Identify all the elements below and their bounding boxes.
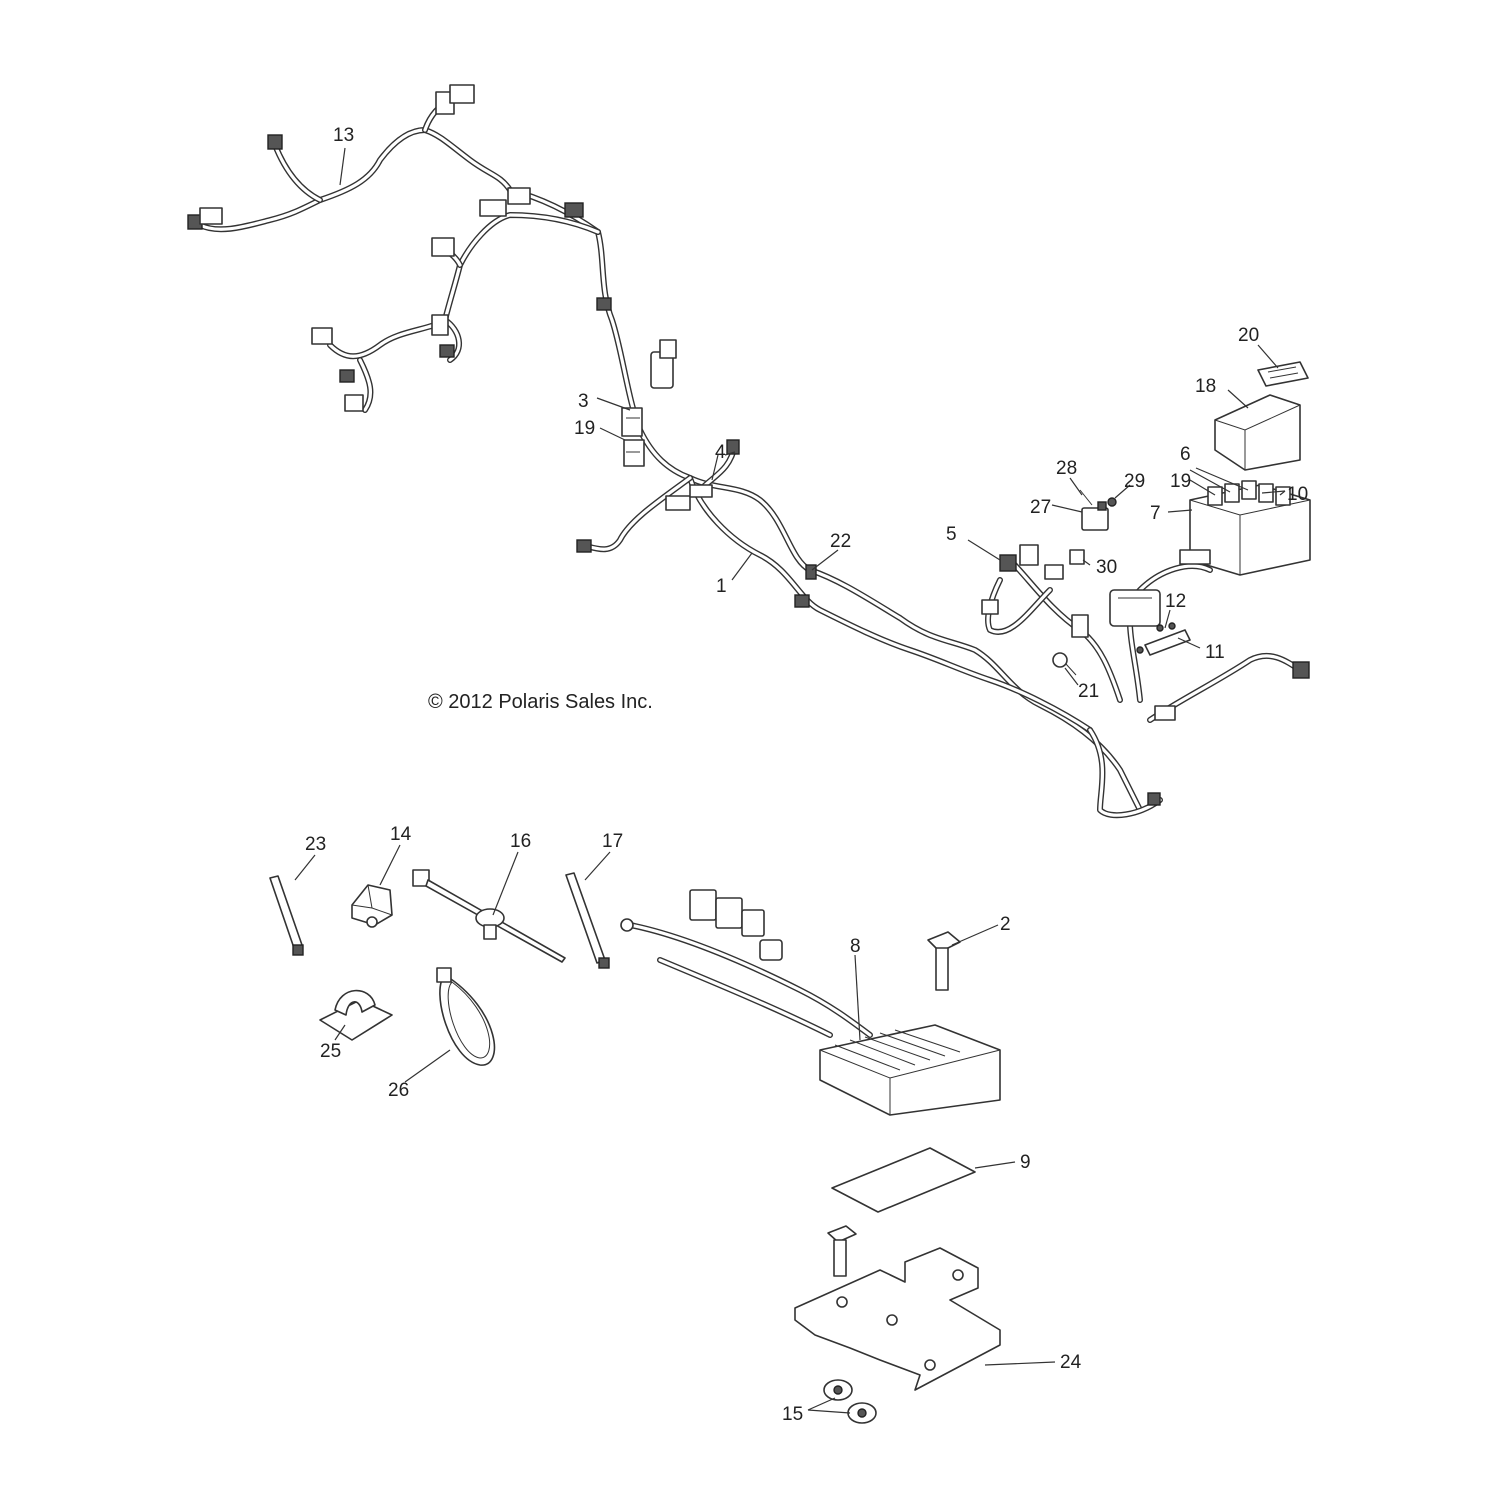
- leader-lines: [294, 147, 1286, 1414]
- cable-tie-23: [269, 875, 304, 956]
- relay-27: [1081, 501, 1109, 531]
- voltage-regulator-8: [620, 889, 1001, 1116]
- callout-12: 12: [1165, 591, 1186, 612]
- callout-24: 24: [1060, 1352, 1082, 1373]
- relay-30: [1069, 549, 1085, 565]
- bolt-24: [827, 1225, 857, 1277]
- connector-5: [981, 544, 1039, 615]
- clip-14: [351, 884, 393, 928]
- callout-27: 27: [1030, 497, 1051, 518]
- callout-7: 7: [1150, 503, 1161, 524]
- connector-3-19: [621, 407, 645, 467]
- callout-23: 23: [305, 834, 326, 855]
- clamp-25: [319, 989, 393, 1041]
- callout-19a: 19: [574, 418, 595, 439]
- callout-5: 5: [946, 524, 957, 545]
- callout-1: 1: [716, 576, 727, 597]
- callout-22: 22: [830, 531, 851, 552]
- mounting-bracket-24: [794, 1247, 1001, 1391]
- callout-8: 8: [850, 936, 861, 957]
- thermal-pad-9: [831, 1147, 976, 1213]
- nut-15: [823, 1379, 877, 1424]
- bolt-2: [927, 931, 961, 991]
- callout-9: 9: [1020, 1152, 1031, 1173]
- fuse-box-cover: [1214, 394, 1301, 471]
- push-mount-tie-16: [412, 869, 566, 963]
- callout-21: 21: [1078, 681, 1099, 702]
- main-wire-harness: [576, 229, 1310, 819]
- bracket-11: [1136, 622, 1191, 656]
- callout-17: 17: [602, 831, 623, 852]
- callout-26: 26: [388, 1080, 409, 1101]
- band-tie-26: [436, 967, 496, 1066]
- callout-labels: 1 2 3 4 5 6 7 8 9 10 11 12 13 14 15 16 1…: [305, 125, 1308, 1425]
- callout-3: 3: [578, 391, 589, 412]
- callout-6: 6: [1180, 444, 1191, 465]
- callout-4: 4: [715, 442, 726, 463]
- callout-25: 25: [320, 1041, 341, 1062]
- callout-15: 15: [782, 1404, 803, 1425]
- callout-18: 18: [1195, 376, 1216, 397]
- callout-14: 14: [390, 824, 412, 845]
- callout-29: 29: [1124, 471, 1145, 492]
- diode-21: [1052, 652, 1077, 676]
- callout-20: 20: [1238, 325, 1259, 346]
- callout-16: 16: [510, 831, 531, 852]
- clamp-22: [805, 564, 817, 580]
- callout-19b: 19: [1170, 471, 1191, 492]
- cable-tie-17: [565, 872, 610, 969]
- fuse-label: [1257, 361, 1309, 387]
- copyright-notice: © 2012 Polaris Sales Inc.: [428, 691, 653, 713]
- callout-2: 2: [1000, 914, 1011, 935]
- callout-11: 11: [1205, 642, 1225, 663]
- terminal-28: [1079, 489, 1093, 506]
- callout-28: 28: [1056, 458, 1077, 479]
- terminal-29: [1107, 497, 1117, 507]
- callout-10: 10: [1287, 484, 1308, 505]
- callout-13: 13: [333, 125, 354, 146]
- callout-30: 30: [1096, 557, 1117, 578]
- front-wire-harness: [187, 84, 601, 413]
